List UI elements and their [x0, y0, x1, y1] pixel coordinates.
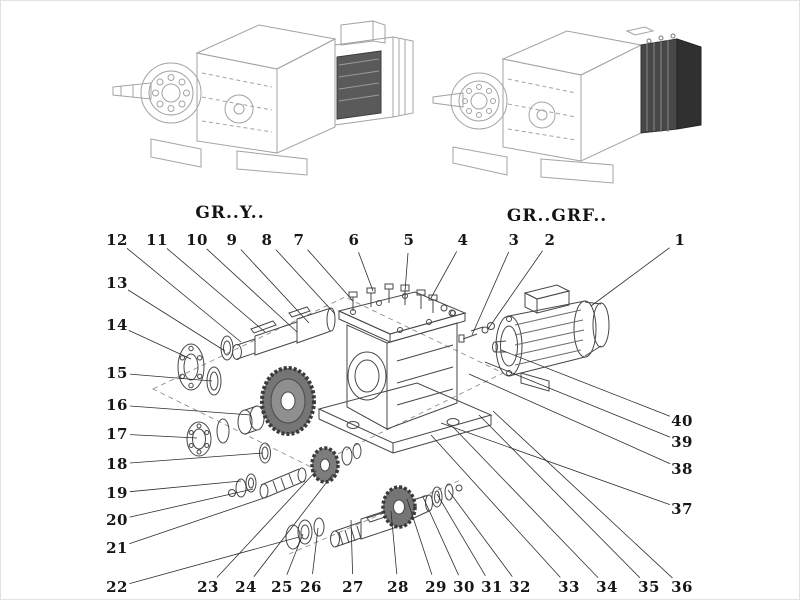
leader-line-37	[440, 422, 670, 505]
motor-drawing	[508, 284, 610, 392]
assembled-view-gr-y	[112, 20, 414, 176]
leader-line-4	[430, 251, 458, 299]
callout-17: 17	[106, 425, 128, 443]
leader-line-38	[468, 373, 671, 465]
leader-line-20	[129, 488, 254, 518]
input-bearings-drawing	[177, 335, 271, 464]
leader-line-19	[129, 480, 242, 493]
leader-line-24	[253, 473, 334, 577]
callout-26: 26	[300, 578, 322, 596]
leader-line-13	[127, 289, 226, 352]
variant-label-gr-grf: GR..GRF..	[506, 206, 608, 226]
callout-9: 9	[226, 231, 238, 249]
leader-line-32	[447, 489, 513, 577]
leader-line-10	[206, 248, 298, 333]
top-bolts-drawing	[348, 283, 456, 317]
leader-line-5	[404, 252, 409, 292]
leader-line-1	[590, 247, 670, 307]
leader-lines	[126, 247, 673, 584]
callout-39: 39	[671, 433, 693, 451]
callout-38: 38	[671, 460, 693, 478]
leader-line-33	[430, 434, 561, 578]
leader-line-31	[436, 493, 486, 577]
gear-housing-drawing	[317, 291, 493, 454]
callout-19: 19	[106, 484, 128, 502]
leader-line-30	[422, 496, 459, 576]
callout-36: 36	[671, 578, 693, 596]
exploded-view	[177, 283, 610, 550]
leader-line-35	[478, 414, 641, 579]
callout-10: 10	[186, 231, 208, 249]
callout-4: 4	[457, 231, 469, 249]
large-gear-drawing	[260, 366, 316, 436]
leader-line-7	[307, 249, 354, 302]
leader-line-40	[500, 349, 671, 417]
intermediate-gears-drawing	[228, 443, 362, 499]
callout-32: 32	[509, 578, 531, 596]
callout-20: 20	[106, 511, 128, 529]
leader-line-23	[216, 470, 317, 578]
leader-line-34	[452, 426, 599, 578]
callout-37: 37	[671, 500, 693, 518]
leader-line-39	[484, 361, 671, 438]
callout-7: 7	[293, 231, 305, 249]
callout-22: 22	[106, 578, 128, 596]
callout-31: 31	[481, 578, 503, 596]
leader-line-18	[129, 452, 264, 464]
callout-40: 40	[671, 412, 693, 430]
leader-line-3	[471, 251, 510, 336]
callout-6: 6	[348, 231, 360, 249]
callout-21: 21	[106, 539, 128, 557]
callout-16: 16	[106, 396, 128, 414]
callout-18: 18	[106, 455, 128, 473]
leader-line-11	[166, 248, 266, 333]
leader-line-22	[129, 536, 300, 584]
assembled-view-gr-grf	[432, 26, 702, 184]
leader-line-8	[275, 249, 336, 315]
callout-25: 25	[271, 578, 293, 596]
callout-35: 35	[638, 578, 660, 596]
callout-34: 34	[596, 578, 618, 596]
callout-5: 5	[403, 231, 415, 249]
leader-line-6	[358, 252, 374, 292]
variant-label-gr-y: GR..Y..	[195, 203, 265, 223]
leader-line-26	[312, 527, 319, 575]
callout-23: 23	[197, 578, 219, 596]
leader-line-9	[240, 249, 310, 324]
leader-line-15	[129, 373, 213, 382]
leader-line-28	[390, 510, 398, 575]
callout-11: 11	[146, 231, 168, 249]
callout-27: 27	[342, 578, 364, 596]
callout-28: 28	[387, 578, 409, 596]
callout-24: 24	[235, 578, 257, 596]
leader-line-25	[286, 533, 304, 576]
leader-line-2	[487, 250, 543, 330]
callout-30: 30	[453, 578, 475, 596]
callout-1: 1	[674, 231, 686, 249]
callout-14: 14	[106, 316, 128, 334]
leader-line-17	[129, 434, 198, 439]
leader-line-16	[129, 405, 252, 416]
callout-13: 13	[106, 274, 128, 292]
leader-line-21	[129, 496, 268, 545]
leader-line-14	[128, 330, 192, 360]
callout-15: 15	[106, 364, 128, 382]
callout-2: 2	[544, 231, 556, 249]
leader-line-36	[492, 410, 673, 579]
callout-12: 12	[106, 231, 128, 249]
callout-29: 29	[425, 578, 447, 596]
input-shaft-drawing	[232, 306, 336, 360]
callout-33: 33	[558, 578, 580, 596]
leader-line-27	[350, 519, 353, 575]
output-shaft-drawing	[285, 483, 463, 550]
leader-line-12	[126, 247, 242, 343]
callout-3: 3	[508, 231, 520, 249]
leader-line-29	[406, 498, 433, 575]
callout-8: 8	[261, 231, 273, 249]
